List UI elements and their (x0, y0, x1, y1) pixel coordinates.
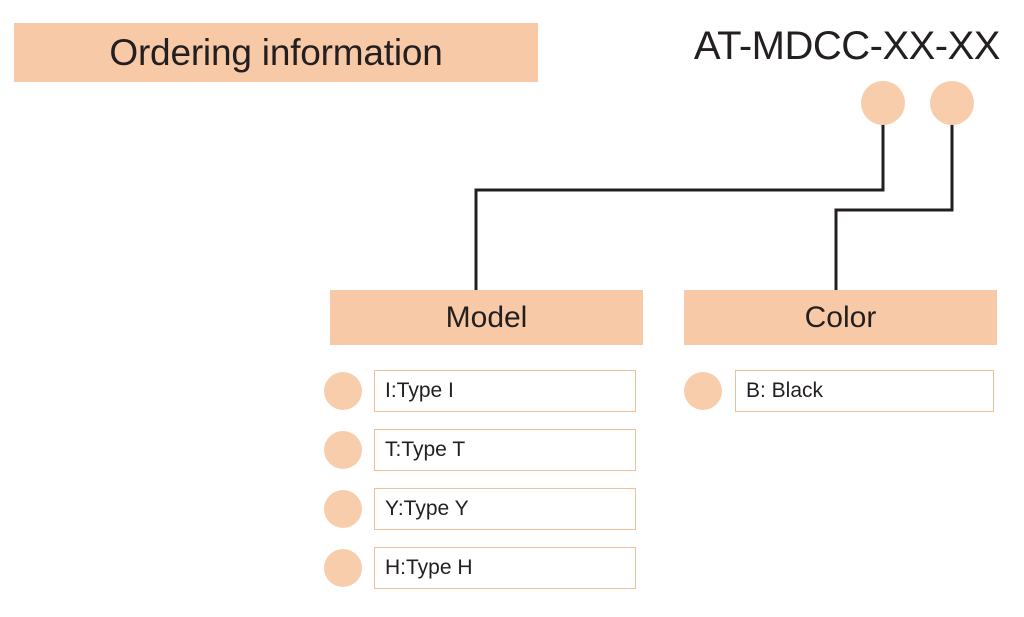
part-number: AT-MDCC-XX-XX (693, 24, 1001, 68)
option-label: T:Type T (385, 438, 466, 461)
option-row-model-i[interactable]: I:Type I (324, 370, 636, 412)
bullet-dot-icon (684, 372, 722, 410)
option-row-model-y[interactable]: Y:Type Y (324, 488, 636, 530)
bullet-dot-icon (324, 372, 362, 410)
option-box[interactable]: H:Type H (374, 547, 636, 589)
bullet-dot-icon (324, 431, 362, 469)
option-label: B: Black (746, 379, 824, 402)
bullet-dot-icon (324, 549, 362, 587)
option-row-color-b[interactable]: B: Black (684, 370, 994, 412)
color-marker-dot (930, 81, 974, 125)
bullet-dot-icon (324, 490, 362, 528)
option-box[interactable]: Y:Type Y (374, 488, 636, 530)
option-box[interactable]: I:Type I (374, 370, 636, 412)
option-label: Y:Type Y (385, 497, 469, 520)
category-title-color: Color (804, 300, 877, 334)
page-title-banner: Ordering information (14, 23, 538, 82)
option-row-model-h[interactable]: H:Type H (324, 547, 636, 589)
option-box[interactable]: T:Type T (374, 429, 636, 471)
option-label: I:Type I (385, 379, 454, 402)
option-box[interactable]: B: Black (735, 370, 994, 412)
connector-color (834, 120, 954, 291)
connector-model (474, 120, 885, 291)
model-marker-dot (861, 81, 905, 125)
page-title: Ordering information (109, 31, 443, 73)
option-label: H:Type H (385, 556, 473, 579)
option-row-model-t[interactable]: T:Type T (324, 429, 636, 471)
category-header-color: Color (684, 290, 997, 345)
category-title-model: Model (445, 300, 528, 334)
category-header-model: Model (330, 290, 643, 345)
